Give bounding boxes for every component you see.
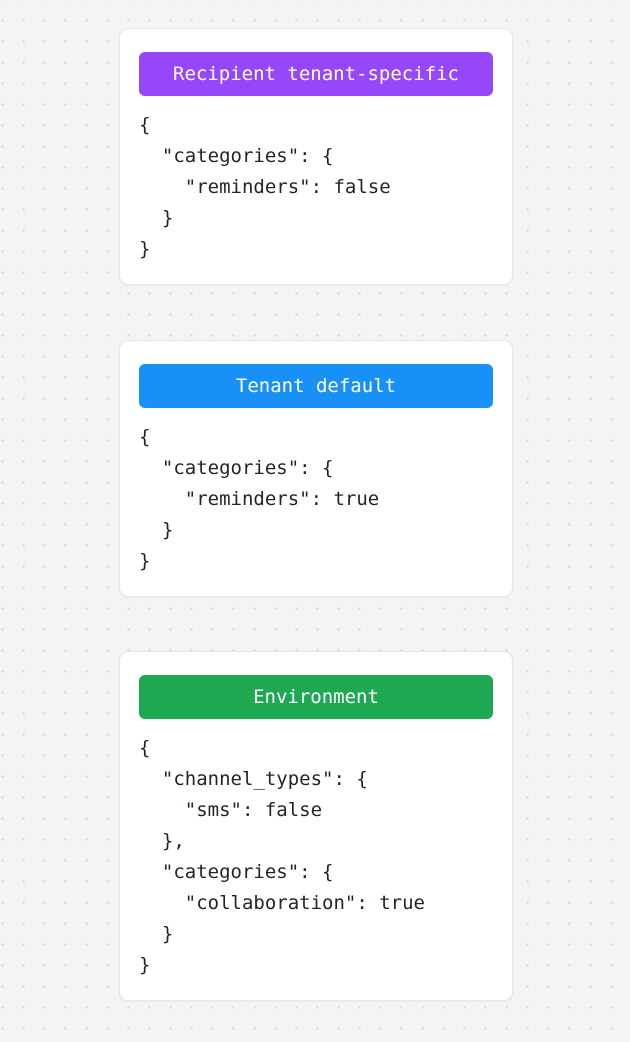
card-code-recipient-tenant-specific: { "categories": { "reminders": false } } (139, 114, 391, 260)
card-code-environment: { "channel_types": { "sms": false }, "ca… (139, 737, 425, 976)
config-card-environment: Environment { "channel_types": { "sms": … (119, 651, 513, 1001)
config-card-recipient-tenant-specific: Recipient tenant-specific { "categories"… (119, 28, 513, 285)
card-code-tenant-default: { "categories": { "reminders": true } } (139, 426, 380, 572)
config-card-tenant-default: Tenant default { "categories": { "remind… (119, 340, 513, 597)
card-badge-tenant-default: Tenant default (139, 364, 493, 408)
card-badge-environment: Environment (139, 675, 493, 719)
card-badge-recipient-tenant-specific: Recipient tenant-specific (139, 52, 493, 96)
